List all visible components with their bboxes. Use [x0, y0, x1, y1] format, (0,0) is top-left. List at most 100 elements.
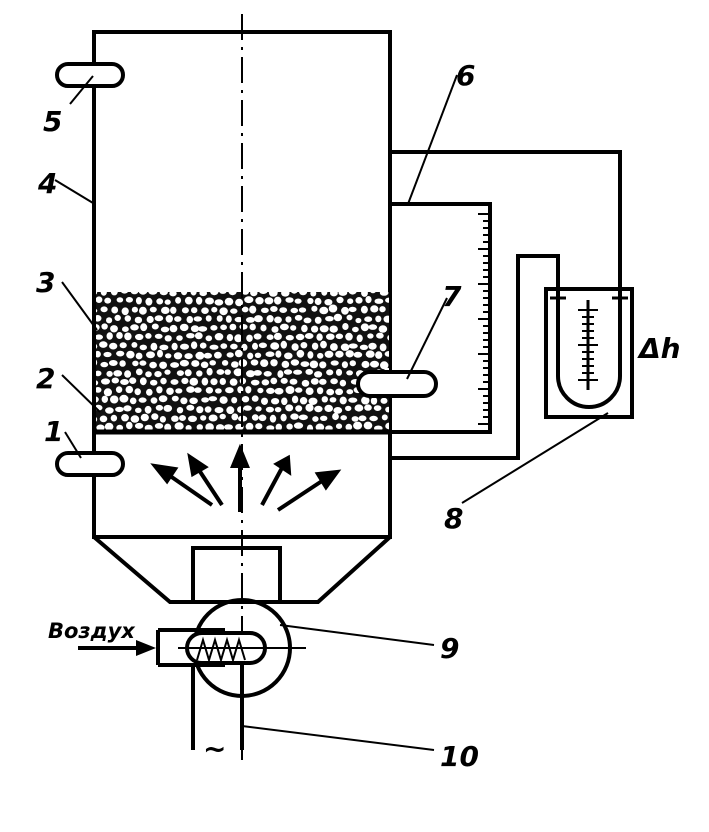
granule: [275, 423, 282, 431]
granule: [111, 377, 120, 384]
granule: [321, 292, 328, 296]
granule: [249, 323, 256, 331]
granule: [138, 397, 147, 403]
granule: [310, 292, 317, 297]
granule: [96, 343, 98, 349]
granule: [345, 350, 354, 358]
granule: [324, 350, 334, 358]
granule: [261, 307, 269, 313]
granule: [255, 423, 263, 430]
granule: [360, 323, 369, 332]
granule: [110, 292, 118, 296]
granule: [116, 297, 124, 303]
granule: [179, 415, 186, 421]
granule: [189, 397, 198, 405]
granule: [295, 333, 305, 341]
granule: [101, 378, 110, 385]
granule: [316, 387, 324, 395]
granule: [380, 397, 388, 404]
granule: [108, 360, 118, 366]
granule: [294, 314, 303, 321]
port-1: [55, 451, 125, 477]
granule: [281, 360, 290, 368]
granule: [300, 342, 308, 349]
granule: [160, 326, 170, 333]
granule: [164, 369, 171, 375]
granule: [285, 316, 292, 323]
granule: [201, 377, 209, 386]
granule: [345, 405, 352, 412]
granule: [294, 298, 302, 304]
granule: [96, 350, 101, 358]
granule: [335, 333, 344, 340]
granule: [326, 369, 334, 376]
granule: [274, 316, 282, 324]
granule: [360, 305, 368, 314]
granule: [286, 423, 293, 430]
granule: [219, 413, 226, 420]
granule: [305, 387, 314, 396]
granule: [163, 404, 173, 412]
label-10: 10: [440, 740, 479, 773]
granule: [283, 369, 293, 375]
granule: [103, 351, 112, 358]
granule: [130, 415, 140, 423]
granule: [199, 292, 207, 297]
granule: [290, 359, 300, 366]
granule: [173, 352, 183, 360]
granule: [291, 292, 298, 294]
granule: [123, 405, 132, 412]
granule: [186, 404, 195, 411]
granule: [253, 333, 262, 340]
granule: [190, 292, 197, 296]
granule: [335, 423, 343, 430]
granule: [332, 412, 339, 421]
granule: [265, 406, 274, 413]
granule: [196, 370, 203, 377]
granule: [174, 422, 184, 430]
granule: [326, 388, 335, 396]
granule: [96, 417, 98, 422]
granule: [373, 405, 382, 411]
granule: [345, 423, 353, 431]
granule: [315, 423, 325, 432]
granule: [214, 299, 224, 306]
granule: [231, 361, 239, 368]
granule: [221, 360, 229, 366]
granule: [131, 342, 138, 348]
granule: [340, 343, 350, 351]
granule: [156, 298, 164, 305]
granule: [348, 292, 357, 295]
granule: [353, 421, 363, 430]
granule: [206, 367, 213, 376]
granule: [205, 297, 214, 305]
granule: [352, 326, 359, 333]
granule: [307, 297, 314, 305]
granule: [243, 405, 252, 411]
granule: [290, 413, 299, 420]
granule: [270, 306, 278, 312]
granule: [246, 370, 255, 378]
granule: [201, 307, 209, 315]
granule: [370, 292, 376, 294]
granule: [319, 325, 329, 333]
granule: [245, 386, 252, 394]
granule: [124, 332, 132, 341]
granule: [171, 342, 178, 351]
granule: [266, 425, 275, 431]
granule: [176, 370, 184, 376]
granule: [230, 308, 238, 314]
granule: [101, 395, 109, 403]
granule: [124, 315, 131, 322]
air-inlet-arrow: [78, 640, 156, 656]
granule: [314, 297, 322, 306]
port-5: [55, 62, 125, 88]
granule: [209, 360, 216, 366]
granule: [359, 344, 368, 350]
granule: [165, 353, 172, 359]
granule: [330, 343, 338, 351]
label-5: 5: [43, 105, 62, 138]
granule: [100, 292, 107, 296]
granule: [274, 407, 282, 413]
granule: [180, 343, 189, 350]
